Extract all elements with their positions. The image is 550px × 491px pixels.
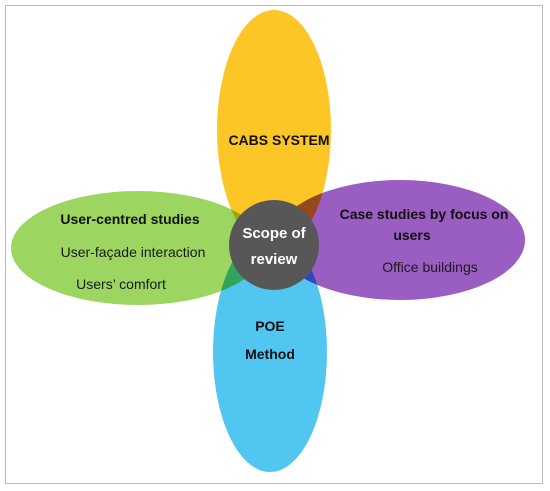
users-comfort-item: Users’ comfort	[76, 276, 166, 292]
cabs-system-title: CABS SYSTEM	[228, 132, 329, 148]
user-facade-interaction-item: User-façade interaction	[61, 244, 206, 260]
center-label-line2: review	[251, 251, 298, 268]
poe-title: POE	[255, 318, 285, 334]
method-title: Method	[245, 346, 295, 362]
user-centred-studies-title: User-centred studies	[60, 211, 199, 227]
petal-user-centred-studies	[11, 191, 265, 305]
petal-case-studies	[275, 180, 525, 300]
scope-of-review-circle	[229, 200, 319, 290]
case-studies-title-line1: Case studies by focus on	[340, 206, 509, 222]
office-buildings-item: Office buildings	[382, 259, 477, 275]
petal-cabs-system	[217, 10, 331, 250]
center-label-line1: Scope of	[242, 225, 306, 242]
petal-poe-method	[213, 232, 327, 472]
case-studies-title-line2: users	[393, 227, 431, 243]
